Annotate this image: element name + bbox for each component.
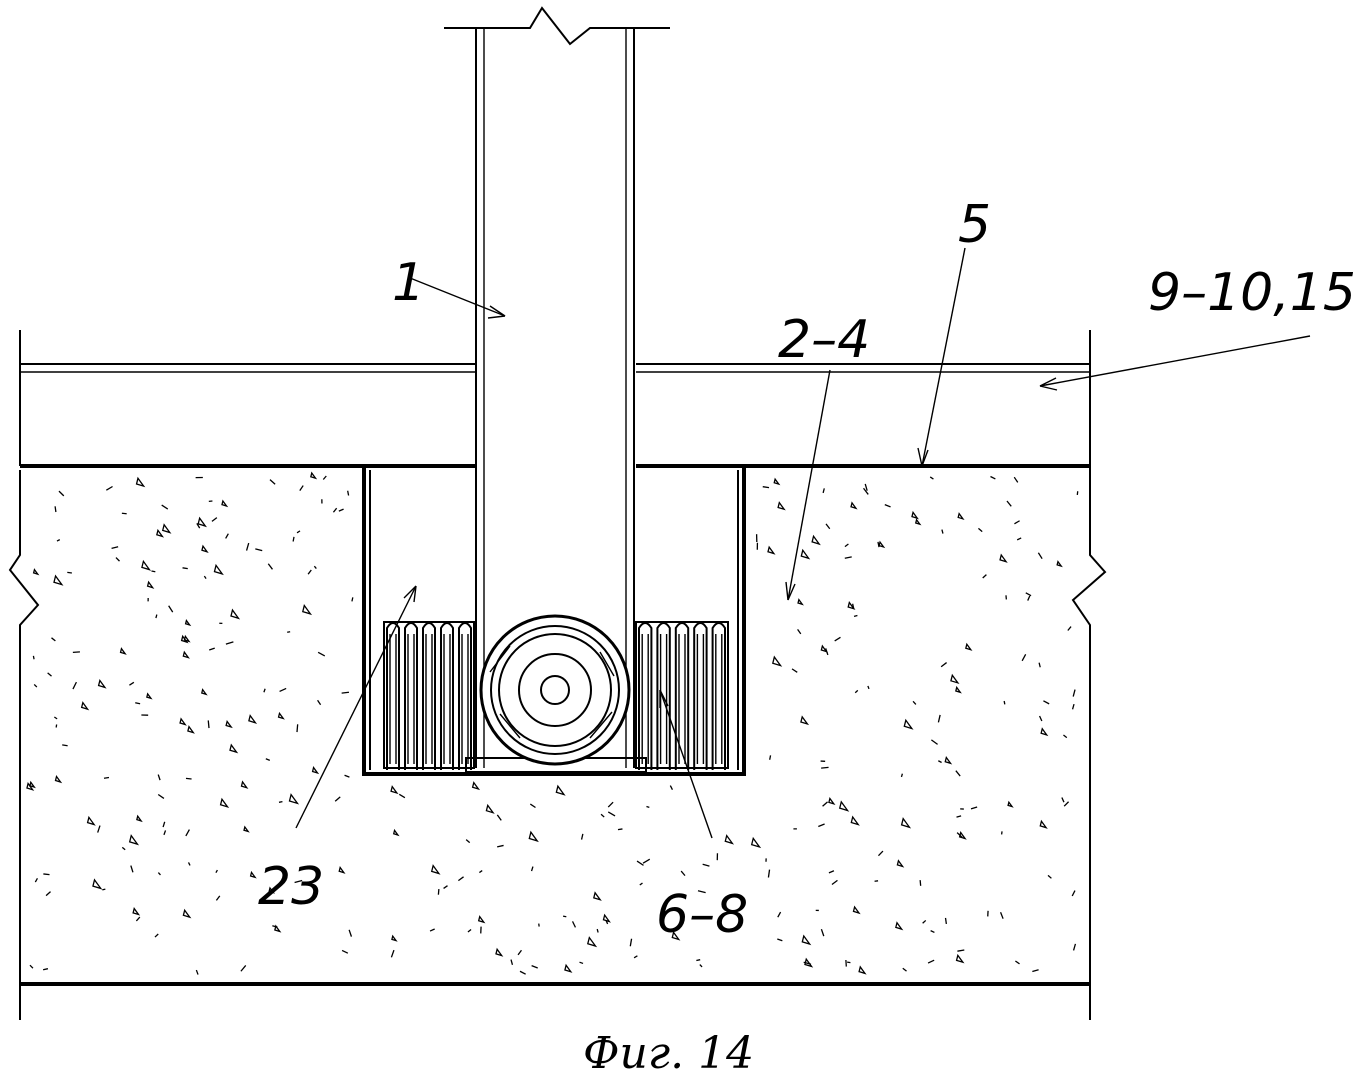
aggregate-hatching: [26, 471, 1079, 975]
callout-dampers: 6–8: [656, 885, 748, 945]
hinge-bearing: [479, 614, 631, 766]
floor-slab: [19, 330, 1091, 470]
callout-socket: 23: [258, 857, 324, 917]
damper-right: [635, 621, 729, 770]
callout-surface: 5: [958, 195, 991, 255]
callout-insert: 2–4: [778, 310, 870, 370]
leader-lines: [295, 247, 1311, 839]
callout-post: 1: [392, 253, 425, 313]
figure-caption: Фиг. 14: [583, 1028, 754, 1079]
callout-slab: 9–10,15: [1148, 263, 1353, 323]
damper-left: [383, 621, 475, 770]
